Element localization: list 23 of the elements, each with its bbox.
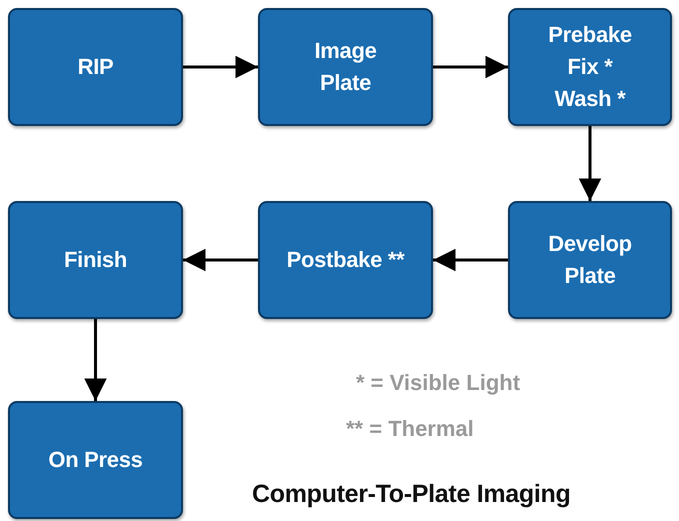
process-box [8,401,183,519]
process-box [8,201,183,319]
box-label: Image Plate [313,37,378,97]
box-label: Finish [64,246,127,274]
legend-note: * = Visible Light [356,370,520,396]
arrow [578,126,602,201]
arrow [183,56,258,78]
process-box [258,201,433,319]
process-box [508,201,672,319]
diagram-title: Computer-To-Plate Imaging [252,480,570,509]
arrow [433,248,508,272]
box-label: Develop Plate [547,230,633,290]
process-box [258,8,433,126]
arrow [183,248,258,272]
box-label: Postbake ** [286,246,404,274]
process-box [508,8,672,126]
box-label: Prebake Fix * Wash * [547,21,633,113]
arrow [433,56,508,78]
arrow [84,319,107,401]
process-box [8,8,183,126]
legend-note: ** = Thermal [346,416,474,442]
box-label: On Press [48,446,143,474]
box-label: RIP [78,53,114,82]
